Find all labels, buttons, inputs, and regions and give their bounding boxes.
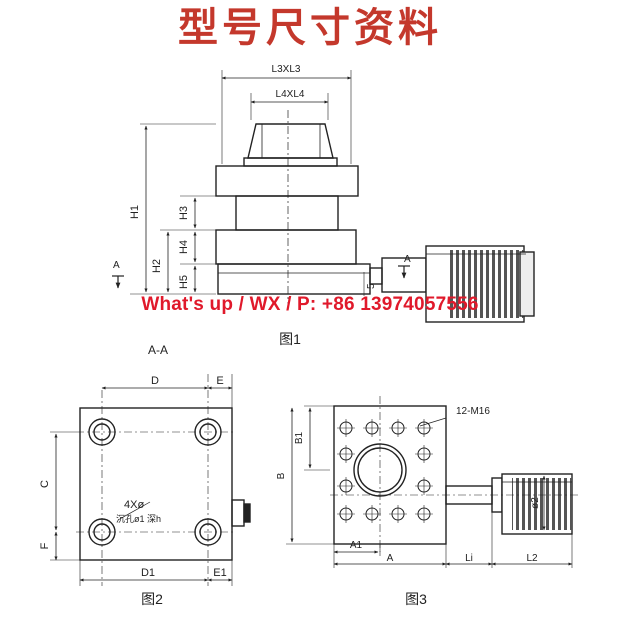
bolt-hole-crosshair <box>415 505 433 523</box>
dim-dia2: ø2 <box>530 497 541 509</box>
dim-d: D <box>151 375 159 387</box>
bolt-hole-crosshair <box>337 419 355 437</box>
dim-h2: H2 <box>151 259 163 273</box>
section-mark-right: A <box>404 254 411 265</box>
bolt-hole-grid <box>337 419 433 523</box>
base-plate <box>217 263 371 295</box>
table-outline <box>333 405 447 545</box>
dim-e: E <box>216 375 223 387</box>
dim-l4xl4: L4XL4 <box>276 89 305 100</box>
dim-c: C <box>39 480 51 488</box>
dim-l2: L2 <box>526 553 538 564</box>
dim-thread: 12-M16 <box>456 406 490 417</box>
dim-b1: B1 <box>294 431 305 444</box>
dim-l3xl3: L3XL3 <box>272 64 301 75</box>
page-title: 型号尺寸资料 <box>178 5 442 51</box>
middle-flange <box>215 229 357 265</box>
bolt-hole-crosshair <box>415 477 433 495</box>
dim-f: F <box>39 542 51 549</box>
dim-a1: A1 <box>350 540 363 551</box>
figure-2-caption: 图2 <box>141 591 163 607</box>
dim-li: Li <box>465 553 473 564</box>
upper-flange <box>215 165 359 197</box>
figure-3-plan <box>286 396 578 568</box>
dim-a: A <box>387 553 394 564</box>
figure-1-caption: 图1 <box>279 331 301 347</box>
dim-b: B <box>276 472 287 479</box>
section-title: A-A <box>148 343 168 357</box>
figure-3-caption: 图3 <box>405 591 427 607</box>
figure-2-labels: A-A D E C F D1 E1 4Xø 沉孔ø1 深h 图2 <box>39 343 227 607</box>
hole-note-count: 4Xø <box>124 499 144 511</box>
figure-1-labels: L3XL3 L4XL4 H1 H2 H3 H4 H5 A A 5 图1 <box>113 64 411 347</box>
hole-note-counterbore: 沉孔ø1 深h <box>116 514 161 524</box>
bolt-hole-crosshair <box>363 505 381 523</box>
center-bore-inner <box>357 447 403 493</box>
upper-neck <box>243 157 338 167</box>
contact-banner: What's up / WX / P: +86 13974057556 <box>141 294 479 315</box>
dim-h3: H3 <box>178 206 190 220</box>
dim-d1: D1 <box>141 567 155 579</box>
bolt-hole-crosshair <box>415 445 433 463</box>
dim-e1: E1 <box>213 567 226 579</box>
dim-h5: H5 <box>178 275 190 289</box>
dim-h1: H1 <box>129 205 141 219</box>
bolt-hole-crosshair <box>337 505 355 523</box>
figure-1-elevation <box>112 70 535 323</box>
bolt-hole-crosshair <box>389 505 407 523</box>
bolt-hole-crosshair <box>415 419 433 437</box>
bolt-hole-crosshair <box>389 419 407 437</box>
dim-lower: 5 <box>366 283 377 289</box>
figure-3-labels: 12-M16 B1 B A1 A Li L2 ø2 图3 <box>276 406 541 607</box>
body <box>235 195 339 231</box>
bolt-hole-crosshair <box>363 419 381 437</box>
bolt-hole-crosshair <box>337 477 355 495</box>
bolt-hole-crosshair <box>337 445 355 463</box>
dim-h4: H4 <box>178 240 190 254</box>
figure-2-section <box>50 374 251 586</box>
section-mark-left: A <box>113 260 120 271</box>
plate-outline <box>79 407 233 561</box>
